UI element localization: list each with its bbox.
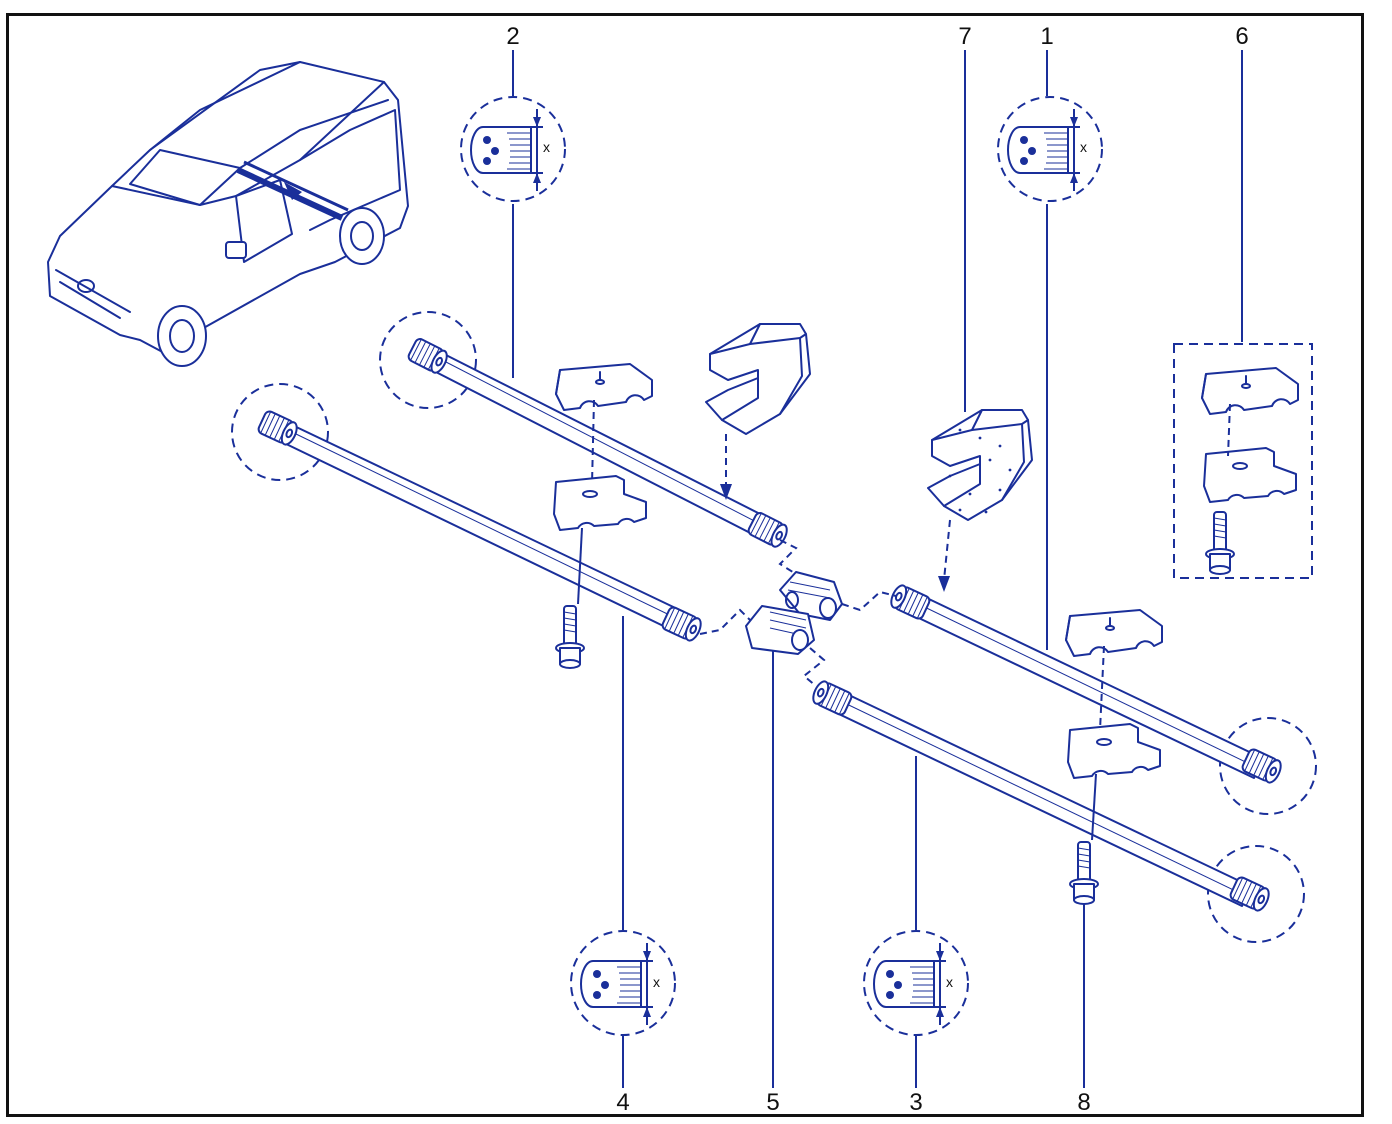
callout-2: 2 xyxy=(506,23,519,50)
callout-4: 4 xyxy=(616,1089,629,1116)
repair-kit-box xyxy=(1173,343,1313,579)
upper-bearing-cap-left xyxy=(555,363,653,411)
bolt-right xyxy=(1069,841,1099,905)
callout-6: 6 xyxy=(1235,23,1248,50)
dimension-x-label: x xyxy=(543,139,550,155)
bolt-left xyxy=(555,605,585,669)
dimension-x-label: x xyxy=(946,974,953,990)
torsion-bar-upper-right xyxy=(887,582,1317,815)
lower-bearing-block-left xyxy=(553,475,647,531)
upper-bearing-cap-right xyxy=(1065,609,1163,657)
dimension-x-label: x xyxy=(1080,139,1087,155)
central-anchor-bracket xyxy=(745,571,843,655)
bump-stop-right xyxy=(927,409,1033,521)
callout-5: 5 xyxy=(766,1089,779,1116)
torsion-bar-upper-left xyxy=(379,311,791,551)
lower-bearing-block-right xyxy=(1067,723,1161,779)
callout-7: 7 xyxy=(958,23,971,50)
bump-stop-left xyxy=(705,323,811,435)
callout-3: 3 xyxy=(909,1089,922,1116)
torsion-bar-lower-right xyxy=(809,678,1305,943)
vehicle-locator-van xyxy=(47,61,409,367)
callout-8: 8 xyxy=(1077,1089,1090,1116)
callout-1: 1 xyxy=(1040,23,1053,50)
dimension-x-label: x xyxy=(653,974,660,990)
torsion-bar-lower-left xyxy=(231,383,705,644)
